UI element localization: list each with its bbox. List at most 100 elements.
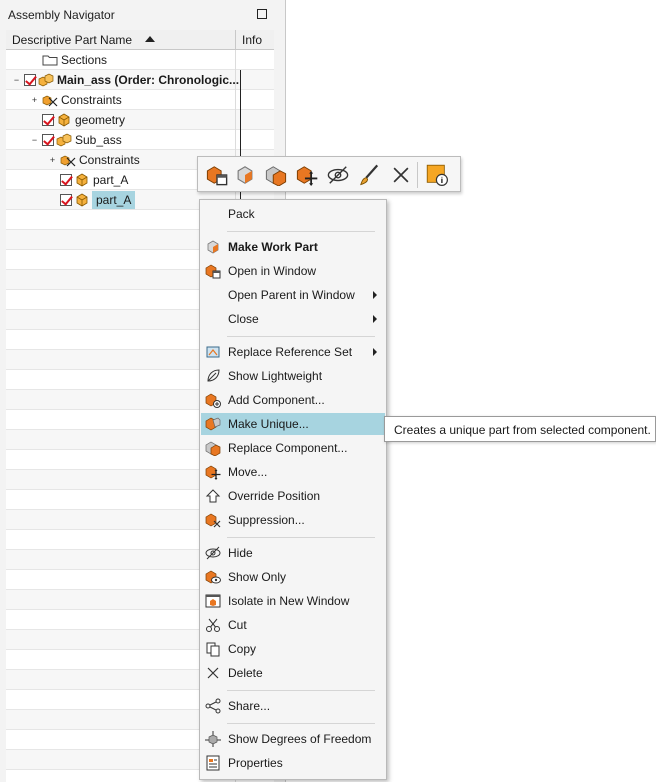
replace-component-icon[interactable] [263,162,289,188]
hide-icon[interactable] [325,162,351,188]
visibility-checkbox[interactable] [60,194,72,206]
add-component-icon [205,392,221,408]
menu-item-replace-component[interactable]: Replace Component... [201,437,385,459]
menu-item-label: Override Position [228,489,321,503]
tree-spacer [30,116,39,125]
replace-reference-set-icon [205,344,221,360]
table-row [6,110,274,130]
assembly-icon [56,132,72,148]
menu-item-show-degrees-of-freedom[interactable]: Show Degrees of Freedom [201,728,385,750]
copy-icon [205,641,221,657]
constraints-icon [42,92,58,108]
menu-item-label: Move... [228,465,268,479]
move-component-icon[interactable] [294,162,320,188]
menu-item-label: Make Work Part [228,240,318,254]
menu-item-replace-reference-set[interactable]: Replace Reference Set [201,341,385,363]
tree-node[interactable]: part_A [48,190,136,210]
panel-title: Assembly Navigator [8,8,115,22]
menu-item-share[interactable]: Share... [201,695,385,717]
menu-item-label: Make Unique... [228,417,309,431]
menu-item-make-work-part[interactable]: Make Work Part [201,236,385,258]
menu-item-show-only[interactable]: Show Only [201,566,385,588]
suppression-icon [205,512,221,528]
menu-item-delete[interactable]: Delete [201,662,385,684]
tree-node-label: Sub_ass [75,133,122,147]
make-unique-icon [205,416,221,432]
override-position-icon [205,488,221,504]
tree-node-label: Main_ass (Order: Chronologic... [57,73,240,87]
menu-separator [227,537,375,538]
tree-node[interactable]: + Constraints [48,150,140,170]
tree-node[interactable]: part_A [48,170,128,190]
tree-node-label: part_A [93,173,129,187]
collapse-icon[interactable]: − [31,134,38,145]
replace-component-icon [205,440,221,457]
menu-item-move[interactable]: Move... [201,461,385,483]
menu-item-copy[interactable]: Copy [201,638,385,660]
sort-ascending-icon [145,36,155,42]
table-row [6,690,274,710]
maximize-icon[interactable] [257,9,267,19]
menu-item-override-position[interactable]: Override Position [201,485,385,507]
part-icon [74,172,90,188]
table-row [6,610,274,630]
constraints-icon [60,152,76,168]
open-in-window-icon[interactable] [204,162,230,188]
submenu-arrow-icon [373,315,377,323]
menu-item-close[interactable]: Close [201,308,385,330]
info-icon[interactable] [424,162,450,188]
menu-item-add-component[interactable]: Add Component... [201,389,385,411]
properties-icon [205,755,221,771]
collapse-icon[interactable]: − [13,74,20,85]
menu-item-isolate-in-new-window[interactable]: Isolate in New Window [201,590,385,612]
table-row [6,170,274,190]
brush-icon[interactable] [356,162,382,188]
menu-item-label: Hide [228,546,253,560]
menu-item-label: Show Only [228,570,287,584]
visibility-checkbox[interactable] [42,134,54,146]
column-header-row: Descriptive Part Name Info [6,30,274,50]
tree-node[interactable]: − Main_ass (Order: Chronologic... [12,70,239,90]
tree-node[interactable]: Sections [30,50,107,70]
menu-item-label: Open in Window [228,264,317,278]
visibility-checkbox[interactable] [24,74,36,86]
tooltip: Creates a unique part from selected comp… [384,416,656,442]
tree-node[interactable]: geometry [30,110,125,130]
column-header-info[interactable]: Info [242,33,263,47]
table-row [6,50,274,70]
menu-item-open-in-window[interactable]: Open in Window [201,260,385,282]
menu-item-label: Pack [228,207,255,221]
menu-item-show-lightweight[interactable]: Show Lightweight [201,365,385,387]
menu-item-label: Cut [228,618,247,632]
tree-node-label: part_A [92,191,136,209]
menu-item-properties[interactable]: Properties [201,752,385,774]
table-row [6,730,274,750]
visibility-checkbox[interactable] [42,114,54,126]
menu-separator [227,336,375,337]
isolate-icon [205,593,221,609]
table-row [6,410,274,430]
table-row [6,90,274,110]
column-header-name[interactable]: Descriptive Part Name [12,33,133,47]
menu-item-cut[interactable]: Cut [201,614,385,636]
delete-icon[interactable] [388,162,414,188]
menu-item-label: Replace Reference Set [228,345,353,359]
tree-node[interactable]: +Constraints [30,90,122,110]
make-work-part-icon [205,239,221,255]
expand-icon[interactable]: + [49,154,56,165]
tree-node-label: Constraints [79,153,140,167]
menu-item-label: Open Parent in Window [228,288,355,302]
menu-item-pack[interactable]: Pack [201,203,385,225]
menu-separator [227,690,375,691]
menu-item-open-parent-in-window[interactable]: Open Parent in Window [201,284,385,306]
menu-item-suppression[interactable]: Suppression... [201,509,385,531]
make-work-part-icon[interactable] [232,162,258,188]
menu-item-make-unique[interactable]: Make Unique... [201,413,385,435]
tree-node[interactable]: − Sub_ass [30,130,122,150]
expand-icon[interactable]: + [31,94,38,105]
table-row [6,490,274,510]
visibility-checkbox[interactable] [60,174,72,186]
table-row [6,330,274,350]
menu-item-hide[interactable]: Hide [201,542,385,564]
